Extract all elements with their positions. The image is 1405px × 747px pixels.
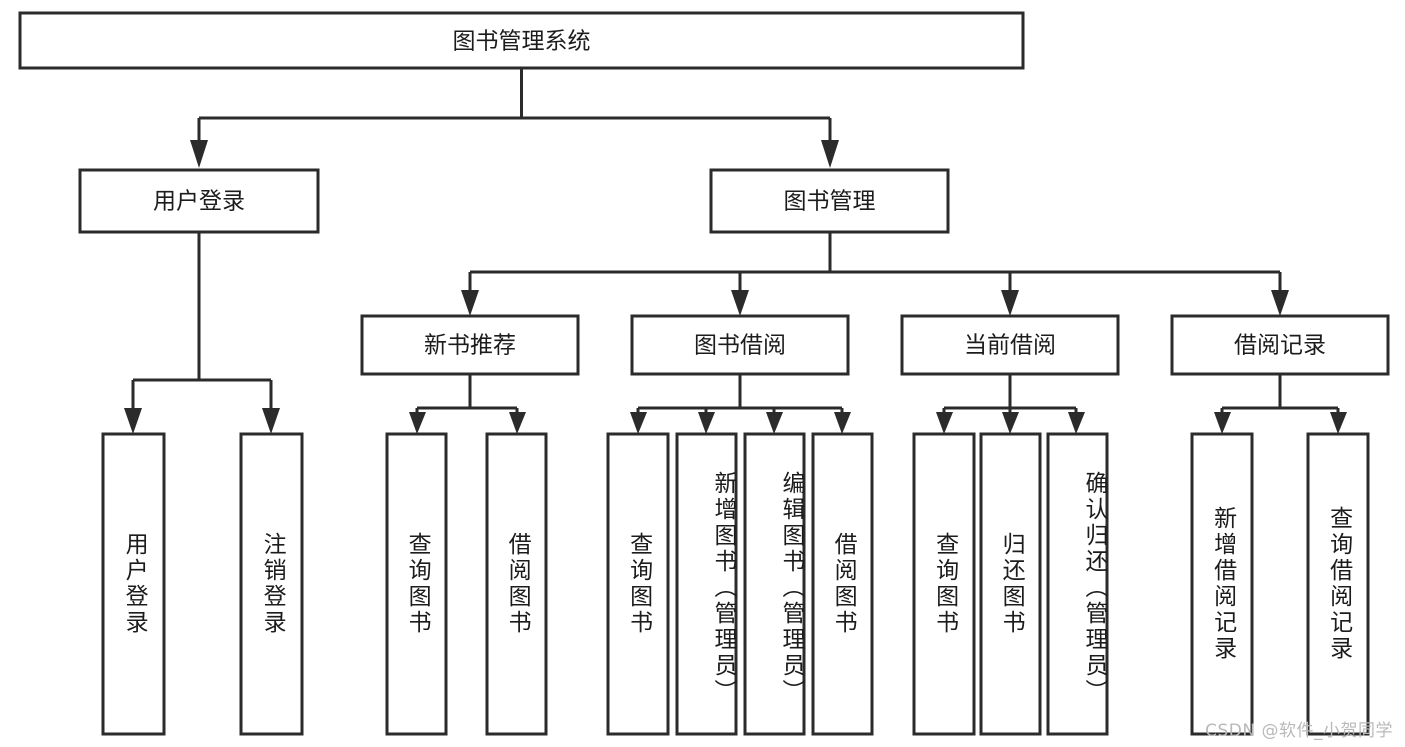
- leaf-box-query-borrow-record[interactable]: [1306, 432, 1370, 736]
- arrow-head-icon: [509, 412, 526, 434]
- arrow-head-icon: [1271, 290, 1289, 316]
- arrow-head-icon: [1214, 412, 1231, 434]
- node-label-book-borrow: 图书借阅: [694, 333, 786, 359]
- connector-borrowrecord-to-leaves: [1214, 374, 1347, 434]
- arrow-head-icon: [190, 140, 208, 168]
- node-label-root: 图书管理系统: [453, 29, 591, 55]
- node-box-book-management[interactable]: [709, 168, 950, 234]
- leaf-box-confirm-return-admin[interactable]: [1046, 432, 1109, 736]
- arrow-head-icon: [461, 290, 479, 316]
- connector-bookborrow-to-leaves: [630, 374, 851, 434]
- leaf-box-query-book-3[interactable]: [912, 432, 976, 736]
- node-box-borrow-record[interactable]: [1170, 314, 1390, 376]
- node-box-user-login[interactable]: [78, 168, 320, 234]
- node-label-current-borrow: 当前借阅: [964, 333, 1056, 359]
- arrow-head-icon: [1330, 412, 1347, 434]
- arrow-head-icon: [262, 408, 280, 434]
- arrow-head-icon: [1002, 412, 1019, 434]
- arrow-head-icon: [834, 412, 851, 434]
- node-label-user-login: 用户登录: [153, 189, 245, 215]
- arrow-head-icon: [630, 412, 647, 434]
- leaf-box-add-book-admin[interactable]: [675, 432, 738, 736]
- connector-root-to-level2: [190, 68, 839, 168]
- arrow-head-icon: [124, 408, 142, 434]
- watermark-text: CSDN @软件_小贺同学: [1205, 721, 1393, 741]
- connector-newbook-to-leaves: [409, 374, 526, 434]
- node-box-new-book-recommend[interactable]: [360, 314, 580, 376]
- connector-booksystem-to-level3: [461, 232, 1289, 316]
- node-box-current-borrow[interactable]: [900, 314, 1120, 376]
- leaf-box-borrow-book-2[interactable]: [811, 432, 874, 736]
- arrow-head-icon: [731, 290, 749, 316]
- node-box-root[interactable]: [18, 11, 1025, 70]
- arrow-head-icon: [698, 412, 715, 434]
- arrow-head-icon: [936, 412, 953, 434]
- connector-currentborrow-to-leaves: [936, 374, 1085, 434]
- leaf-box-logout[interactable]: [239, 432, 304, 736]
- node-label-book-management: 图书管理: [784, 189, 876, 215]
- leaf-box-query-book-1[interactable]: [385, 432, 448, 736]
- connector-userlogin-to-leaves: [124, 232, 280, 434]
- node-label-borrow-record: 借阅记录: [1234, 333, 1326, 359]
- arrow-head-icon: [409, 412, 426, 434]
- arrow-head-icon: [1001, 290, 1019, 316]
- node-label-new-book-recommend: 新书推荐: [424, 333, 516, 359]
- leaf-box-return-book[interactable]: [979, 432, 1042, 736]
- leaf-box-edit-book-admin[interactable]: [743, 432, 806, 736]
- leaf-box-query-book-2[interactable]: [606, 432, 670, 736]
- node-box-book-borrow[interactable]: [630, 314, 850, 376]
- leaf-box-add-borrow-record[interactable]: [1190, 432, 1254, 736]
- leaf-box-borrow-book-1[interactable]: [485, 432, 548, 736]
- arrow-head-icon: [766, 412, 783, 434]
- arrow-head-icon: [821, 140, 839, 168]
- arrow-head-icon: [1068, 412, 1085, 434]
- leaf-box-user-login[interactable]: [101, 432, 166, 736]
